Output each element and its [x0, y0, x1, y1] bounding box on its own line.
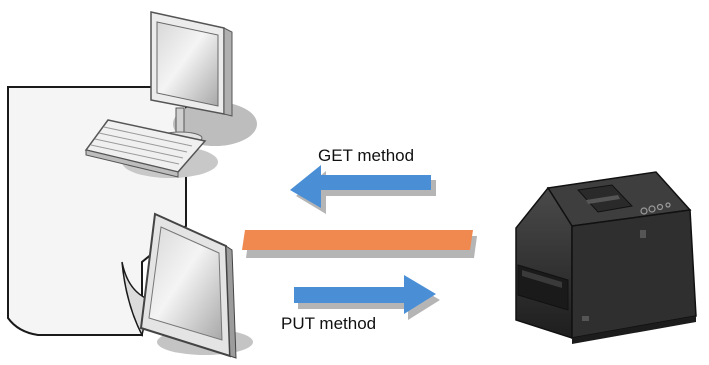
orange-bar [242, 230, 477, 258]
printer-icon [515, 171, 697, 344]
get-method-label: GET method [318, 146, 415, 165]
computer-monitor-icon [150, 11, 233, 145]
orange-bar-body [242, 230, 473, 250]
put-method-label: PUT method [281, 314, 377, 333]
get-arrow [290, 165, 436, 214]
keyboard-icon [84, 119, 207, 178]
tablet-icon [139, 212, 237, 359]
put-arrow-body [294, 275, 436, 314]
get-arrow-body [290, 165, 431, 208]
put-arrow [294, 275, 440, 320]
